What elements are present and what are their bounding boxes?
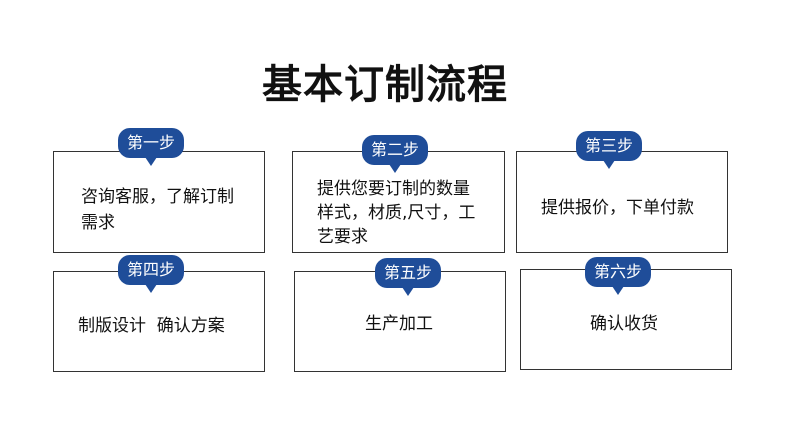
step-text-line: 制版设计 确认方案 [78,316,225,336]
page-title: 基本订制流程 [262,62,508,108]
badge-tail-icon [603,160,615,169]
step-text-line: 生产加工 [365,314,433,334]
step-card-1 [53,151,265,253]
step-badge-label: 第六步 [594,262,643,281]
step-text-line: 确认收货 [590,314,658,334]
step-text-4: 制版设计 确认方案 [78,313,225,339]
step-badge-6: 第六步 [585,257,652,295]
step-card-3 [516,151,728,253]
step-badge-label: 第二步 [371,140,420,159]
step-badge-2: 第二步 [362,135,429,173]
step-text-line: 需求 [81,213,115,233]
step-badge-5: 第五步 [375,258,442,296]
badge-tail-icon [145,157,157,166]
step-text-5: 生产加工 [365,311,433,337]
step-text-line: 提供报价，下单付款 [541,198,694,218]
step-text-3: 提供报价，下单付款 [541,195,694,221]
step-text-6: 确认收货 [590,311,658,337]
step-badge-label: 第三步 [585,136,634,155]
step-badge-4: 第四步 [118,255,185,293]
step-badge-3: 第三步 [576,131,643,169]
step-text-1: 咨询客服，了解订制 需求 [81,184,234,236]
badge-tail-icon [402,287,414,296]
step-text-line: 样式，材质,尺寸，工 [317,203,476,223]
step-badge-label: 第四步 [127,260,176,279]
step-badge-label: 第五步 [384,263,433,282]
step-text-line: 咨询客服，了解订制 [81,187,234,207]
step-card-4 [53,271,265,372]
step-text-line: 艺要求 [317,227,368,247]
step-badge-1: 第一步 [118,128,185,166]
step-badge-label: 第一步 [127,133,176,152]
badge-tail-icon [145,284,157,293]
badge-tail-icon [389,164,401,173]
badge-tail-icon [612,286,624,295]
step-text-2: 提供您要订制的数量 样式，材质,尺寸，工 艺要求 [317,177,475,249]
step-text-line: 提供您要订制的数量 [317,179,470,199]
